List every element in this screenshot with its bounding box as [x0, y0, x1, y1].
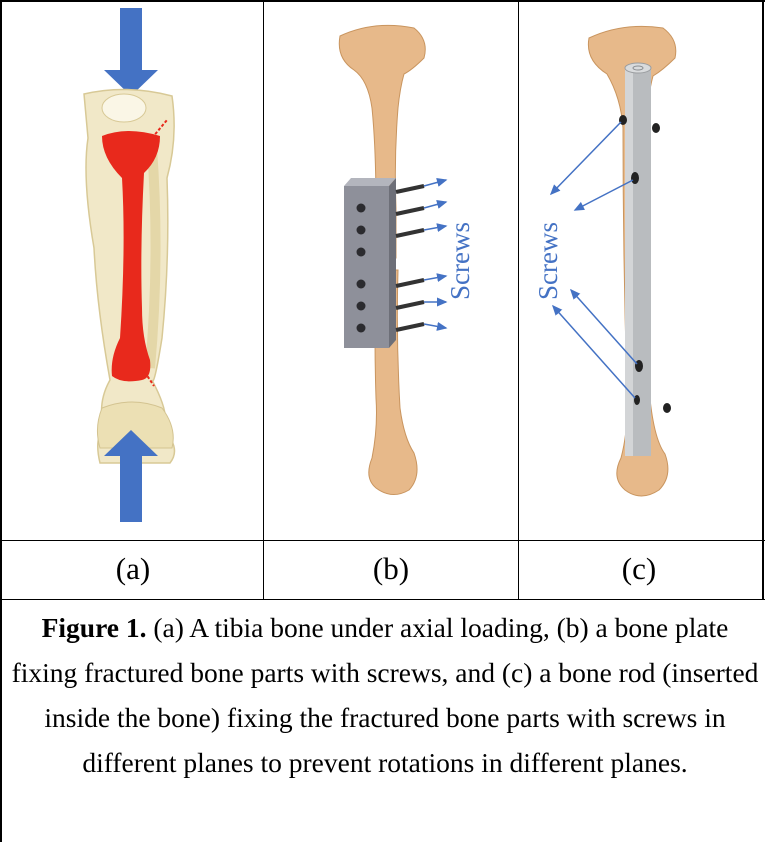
- tibia-leg-illustration: [2, 8, 262, 538]
- bone-plate: [344, 186, 389, 348]
- plate-top-face: [344, 178, 396, 186]
- panel-c-bone-rod: Screws: [519, 8, 762, 538]
- screw: [396, 302, 424, 308]
- screw-pointer-arrow: [553, 306, 635, 398]
- grid-top-line: [0, 0, 765, 2]
- screw-pointer-arrow: [424, 180, 446, 186]
- screw-pointer-arrow: [424, 226, 446, 230]
- patella: [102, 94, 146, 122]
- screw: [396, 280, 424, 286]
- screw: [396, 230, 424, 236]
- screw-pointer-arrow: [424, 324, 446, 328]
- rod-highlight: [625, 68, 633, 456]
- panel-label-c: (c): [514, 540, 764, 598]
- plate-hole: [357, 324, 366, 333]
- rod-top-end: [625, 63, 651, 73]
- screw-head: [652, 123, 660, 133]
- grid-row2-line: [0, 599, 765, 600]
- panel-b-bone-plate: Screws: [264, 8, 518, 538]
- panel-label-b: (b): [266, 540, 516, 598]
- screw-pointer-arrow: [424, 202, 446, 208]
- screw: [396, 324, 424, 330]
- caption-figure-label: Figure 1.: [42, 612, 147, 643]
- screw-head: [663, 403, 671, 413]
- screw: [396, 208, 424, 214]
- screw-head: [635, 360, 643, 372]
- screw-pointer-arrow: [551, 122, 621, 194]
- screw-head: [631, 172, 639, 184]
- panel-label-a: (a): [8, 540, 258, 598]
- load-arrow-bottom-shaft: [120, 454, 142, 522]
- grid-right-line: [762, 0, 764, 600]
- plate-hole: [357, 226, 366, 235]
- plate-hole: [357, 280, 366, 289]
- plate-hole: [357, 204, 366, 213]
- plate-hole: [357, 248, 366, 257]
- panel-a-tibia-axial-loading: [2, 8, 262, 538]
- plate-hole: [357, 302, 366, 311]
- bone-plate-illustration: Screws: [264, 8, 518, 538]
- screw: [396, 186, 424, 192]
- fibula-bone: [150, 148, 156, 368]
- figure-caption: Figure 1. (a) A tibia bone under axial l…: [10, 605, 760, 785]
- screw-pointer-arrow: [424, 276, 446, 280]
- bone-rod-illustration: Screws: [519, 8, 762, 538]
- load-arrow-top-shaft: [120, 8, 142, 73]
- plate-side-face: [389, 178, 396, 348]
- screw-head: [634, 395, 640, 405]
- screws-annotation-c: Screws: [533, 222, 563, 300]
- screws-annotation-b: Screws: [445, 222, 475, 300]
